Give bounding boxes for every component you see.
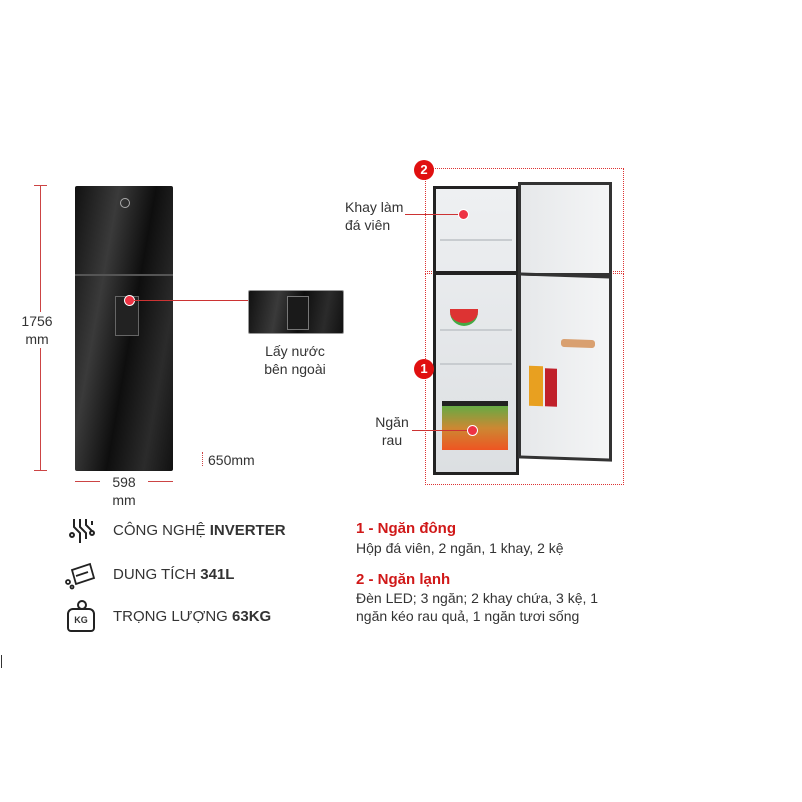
watermelon bbox=[450, 309, 478, 326]
height-tick-top bbox=[34, 185, 47, 186]
brand-logo-icon bbox=[120, 198, 130, 208]
width-label: 598 mm bbox=[100, 473, 148, 509]
open-fridge-doors bbox=[518, 182, 612, 276]
crisper-label-line2: rau bbox=[381, 432, 403, 448]
ice-tray-marker bbox=[458, 209, 469, 220]
crisper-marker bbox=[467, 425, 478, 436]
ice-tray-label-line2: đá viên bbox=[345, 217, 391, 233]
weight-icon-text: KG bbox=[67, 608, 95, 632]
feature-label: TRỌNG LƯỢNG bbox=[113, 608, 233, 625]
feature-value: INVERTER bbox=[209, 522, 286, 539]
height-value: 1756 bbox=[21, 313, 53, 329]
ice-tray-leader-line bbox=[405, 214, 459, 215]
dispenser-label-line2: bên ngoài bbox=[264, 361, 326, 377]
feature-value: 63KG bbox=[232, 608, 272, 625]
dispenser-label: Lấy nước bên ngoài bbox=[240, 342, 350, 378]
weight-kg-icon: KG bbox=[66, 600, 96, 632]
feature-label: CÔNG NGHỆ bbox=[113, 522, 210, 539]
door-divider bbox=[75, 274, 173, 276]
compartment-freezer: 1 - Ngăn đông Hộp đá viên, 2 ngăn, 1 kha… bbox=[356, 520, 564, 557]
height-tick-bottom bbox=[34, 470, 47, 471]
dispenser-leader-line bbox=[134, 300, 250, 301]
capacity-icon bbox=[64, 560, 98, 590]
width-unit: mm bbox=[112, 492, 136, 508]
ice-tray-label-line1: Khay làm bbox=[345, 199, 404, 215]
edge-mark bbox=[1, 655, 2, 668]
compartment-desc-line2: ngăn kéo rau quả, 1 ngăn tươi sống bbox=[356, 608, 580, 624]
crisper-label: Ngăn rau bbox=[372, 413, 412, 449]
dispenser-zoom-image bbox=[248, 290, 344, 334]
compartment-fridge: 2 - Ngăn lạnh Đèn LED; 3 ngăn; 2 khay ch… bbox=[356, 571, 598, 625]
feature-weight: TRỌNG LƯỢNG 63KG bbox=[113, 608, 271, 625]
ice-tray-label: Khay làm đá viên bbox=[345, 198, 403, 234]
feature-value: 341L bbox=[200, 566, 235, 583]
depth-label: 650mm bbox=[208, 452, 255, 468]
compartment-title: 1 - Ngăn đông bbox=[356, 520, 456, 537]
fridge-front-image bbox=[75, 186, 173, 471]
inverter-chip-icon bbox=[68, 517, 98, 545]
water-dispenser bbox=[115, 296, 139, 336]
feature-inverter: CÔNG NGHỆ INVERTER bbox=[113, 522, 286, 539]
zone-badge-2: 2 bbox=[414, 160, 434, 180]
feature-label: DUNG TÍCH bbox=[113, 566, 201, 583]
height-unit: mm bbox=[25, 331, 49, 347]
compartment-desc-line1: Đèn LED; 3 ngăn; 2 khay chứa, 3 kệ, 1 bbox=[356, 590, 599, 606]
feature-capacity: DUNG TÍCH 341L bbox=[113, 566, 234, 583]
compartment-desc: Hộp đá viên, 2 ngăn, 1 khay, 2 kệ bbox=[356, 540, 564, 556]
compartment-title: 2 - Ngăn lạnh bbox=[356, 571, 451, 588]
width-value: 598 bbox=[112, 474, 136, 490]
crisper-label-line1: Ngăn bbox=[375, 414, 409, 430]
depth-marker bbox=[202, 452, 204, 466]
fridge-door bbox=[518, 272, 612, 462]
zone-badge-1: 1 bbox=[414, 359, 434, 379]
dispenser-label-line1: Lấy nước bbox=[265, 343, 325, 359]
crisper-leader-line bbox=[412, 430, 468, 431]
height-label: 1756 mm bbox=[14, 312, 60, 348]
